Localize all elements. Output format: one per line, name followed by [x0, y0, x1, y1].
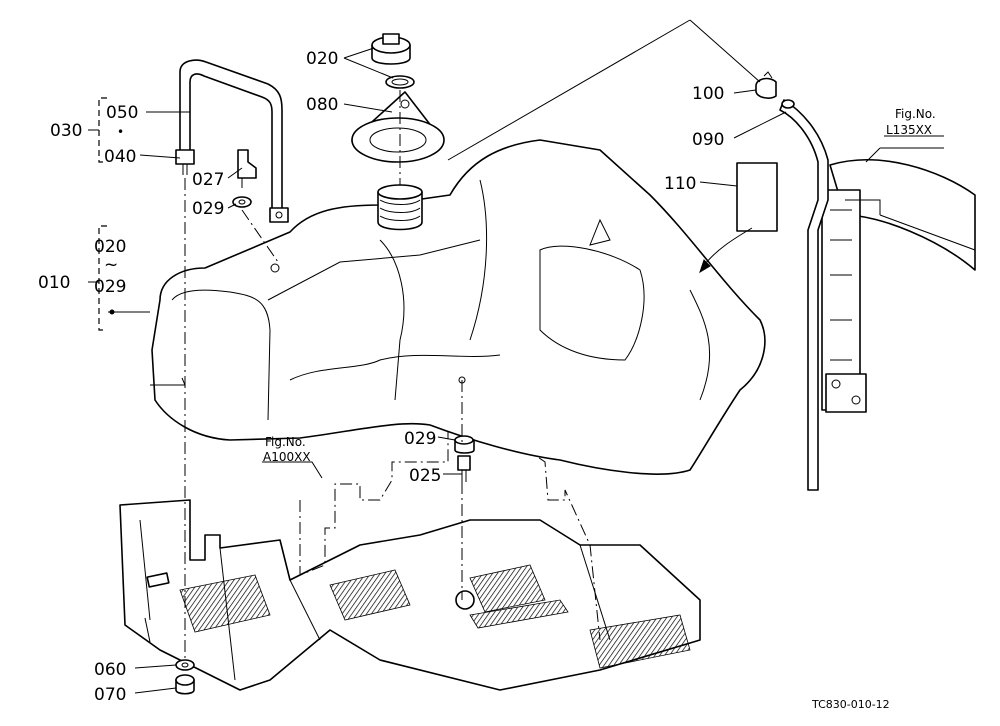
tank-band: [175, 59, 289, 223]
callout-090: 090: [692, 130, 724, 150]
callout-010: 010: [38, 273, 70, 293]
bracket-010: [98, 225, 107, 331]
callout-025: 025: [409, 466, 441, 486]
fig-ref-b-code: L135XX: [886, 123, 932, 137]
mount-cushion: [454, 435, 475, 482]
callout-100: 100: [692, 84, 724, 104]
hose-clamp: [755, 71, 777, 99]
callout-060: 060: [94, 660, 126, 680]
callout-040: 040: [104, 147, 136, 167]
bullet-marker: [109, 309, 115, 315]
washer-and-nut: [175, 659, 195, 695]
fig-ref-b-title: Fig.No.: [895, 107, 936, 121]
seat-frame: [821, 159, 976, 413]
filler-cap: [371, 33, 415, 89]
callout-range-start: 020: [94, 237, 126, 257]
callout-050: 050: [106, 103, 138, 123]
filler-neck: [377, 184, 423, 231]
cap-guard: [351, 91, 445, 163]
callout-range-end: 029: [94, 277, 126, 297]
callout-range-tilde: ~: [104, 255, 118, 275]
caution-label: [736, 162, 778, 232]
breather-hose: [779, 99, 829, 491]
clamp-leader-tank: [447, 19, 691, 161]
callout-030: 030: [50, 121, 82, 141]
fig-a100xx-outline: [299, 424, 601, 641]
fuel-tank: [150, 139, 766, 475]
callout-bullet: •: [117, 125, 124, 139]
floor-plate: [119, 499, 701, 691]
callout-027: 027: [192, 170, 224, 190]
callout-029-left: 029: [192, 199, 224, 219]
drawing-code: TC830-010-12: [811, 698, 890, 711]
fig-ref-a-code: A100XX: [263, 450, 311, 464]
callout-070: 070: [94, 685, 126, 705]
clamp-leader-top: [689, 19, 761, 83]
callout-110: 110: [664, 174, 696, 194]
fuel-fitting: [232, 149, 257, 208]
callout-020: 020: [306, 49, 338, 69]
fig-ref-a-title: Fig.No.: [265, 435, 306, 449]
callout-080: 080: [306, 95, 338, 115]
callout-029-bottom: 029: [404, 429, 436, 449]
cushion-axis: [241, 209, 279, 263]
callout-leaders: [108, 47, 944, 694]
